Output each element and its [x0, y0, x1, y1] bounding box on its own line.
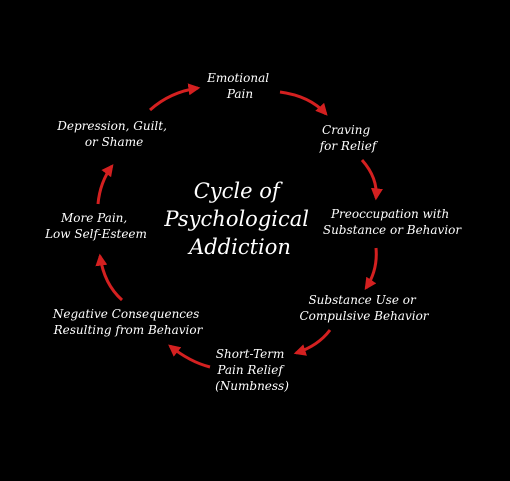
title-line: Cycle of — [194, 179, 283, 203]
stage-line: Emotional — [206, 71, 269, 85]
stage-line: Compulsive Behavior — [299, 309, 429, 323]
arrow-substance-use-to-relief — [293, 329, 332, 356]
stage-more-pain: More Pain, Low Self-Esteem — [44, 211, 147, 241]
stage-short-term-relief: Short-Term Pain Relief (Numbness) — [215, 347, 289, 393]
arrow-consequences-to-more-pain — [95, 253, 124, 302]
stage-craving-for-relief: Craving for Relief — [319, 123, 379, 153]
stage-line: Short-Term — [216, 347, 285, 361]
arrow-preoccupation-to-substance-use — [364, 247, 378, 290]
stage-substance-use: Substance Use or Compulsive Behavior — [299, 293, 429, 323]
arrow-emotional-to-craving — [279, 90, 328, 116]
stage-line: Substance Use or — [308, 293, 417, 307]
stage-line: Low Self-Esteem — [44, 227, 147, 241]
center-title: Cycle of Psychological Addiction — [163, 179, 315, 259]
arrow-relief-to-consequences — [168, 344, 211, 369]
stage-line: (Numbness) — [215, 379, 289, 393]
title-line: Psychological — [163, 207, 309, 231]
stage-line: More Pain, — [60, 211, 127, 225]
stage-line: for Relief — [319, 139, 379, 153]
stage-line: Depression, Guilt, — [56, 119, 167, 133]
stage-depression-guilt-shame: Depression, Guilt, or Shame — [56, 119, 170, 149]
arrow-depression-to-emotional — [148, 83, 201, 112]
arrow-craving-to-preoccupation — [360, 159, 383, 201]
arrow-more-pain-to-depression — [96, 164, 114, 205]
stage-line: Negative Consequences — [52, 307, 199, 321]
stage-line: Pain Relief — [216, 363, 285, 377]
stage-line: Craving — [322, 123, 370, 137]
stage-negative-consequences: Negative Consequences Resulting from Beh… — [52, 307, 204, 337]
stage-line: Pain — [226, 87, 253, 101]
stage-preoccupation: Preoccupation with Substance or Behavior — [323, 207, 463, 237]
cycle-arrows — [95, 83, 383, 369]
stage-line: or Shame — [85, 135, 143, 149]
stage-line: Substance or Behavior — [323, 223, 463, 237]
stage-line: Resulting from Behavior — [53, 323, 204, 337]
title-line: Addiction — [187, 235, 291, 259]
stage-line: Preoccupation with — [330, 207, 449, 221]
stage-labels: Emotional Pain Craving for Relief Preocc… — [44, 71, 462, 393]
stage-emotional-pain: Emotional Pain — [206, 71, 273, 101]
